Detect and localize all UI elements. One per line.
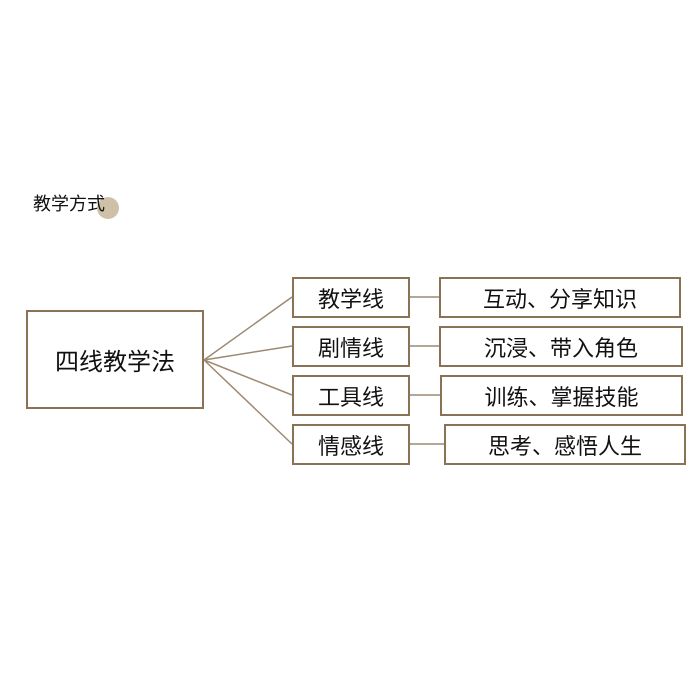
leaf-node-emotion: 思考、感悟人生 (444, 424, 686, 465)
branch-node-plot: 剧情线 (292, 326, 410, 367)
leaf-node-label: 训练、掌握技能 (484, 385, 639, 411)
root-node-label: 四线教学法 (55, 348, 175, 376)
connector-root-branch-0 (203, 296, 293, 361)
connector-root-branch-1 (203, 345, 293, 361)
decorative-dot (97, 197, 119, 219)
connector-root-branch-2 (203, 359, 293, 396)
branch-node-label: 剧情线 (317, 336, 384, 362)
leaf-node-plot: 沉浸、带入角色 (439, 326, 683, 367)
leaf-node-teaching: 互动、分享知识 (439, 277, 681, 318)
branch-node-label: 工具线 (317, 385, 384, 411)
root-node: 四线教学法 (26, 310, 204, 409)
branch-node-label: 教学线 (317, 287, 384, 313)
branch-node-label: 情感线 (317, 434, 384, 460)
leaf-node-label: 互动、分享知识 (482, 287, 637, 313)
branch-node-tools: 工具线 (292, 375, 410, 416)
page-title: 教学方式 (33, 194, 105, 215)
branch-node-emotion: 情感线 (292, 424, 410, 465)
leaf-node-label: 思考、感悟人生 (487, 434, 642, 460)
branch-node-teaching: 教学线 (292, 277, 410, 318)
connector-root-branch-3 (203, 359, 293, 445)
leaf-node-tools: 训练、掌握技能 (440, 375, 683, 416)
leaf-node-label: 沉浸、带入角色 (483, 336, 638, 362)
